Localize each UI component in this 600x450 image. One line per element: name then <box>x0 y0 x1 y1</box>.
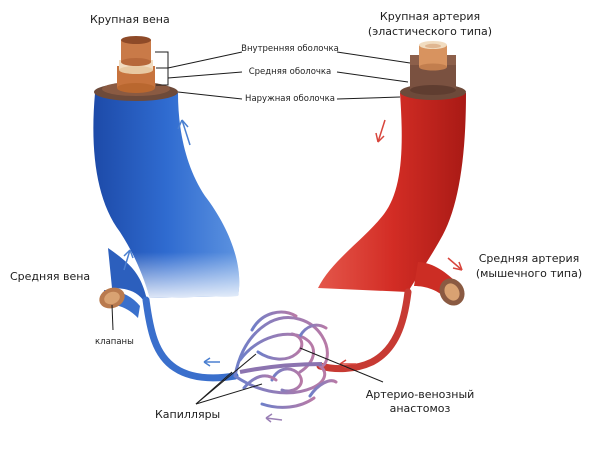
label-anastomosis-line2: анастомоз <box>389 402 451 415</box>
medium-vein <box>108 248 146 305</box>
label-anastomosis-line1: Артерио-венозный <box>365 388 475 401</box>
label-large-vein: Крупная вена <box>90 13 170 26</box>
venule <box>142 296 239 382</box>
av-anastomosis <box>239 362 323 374</box>
label-medium-vein: Средняя вена <box>10 270 91 283</box>
vein-lumen <box>121 36 151 44</box>
label-medium-artery: Средняя артерия <box>478 252 580 265</box>
label-medium-artery-type: (мышечного типа) <box>475 267 583 280</box>
vein-fade <box>110 196 240 298</box>
label-large-artery: Крупная артерия <box>379 10 481 23</box>
label-large-artery-type: (эластического типа) <box>367 25 493 38</box>
label-inner-layer: Внутренняя оболочка <box>241 44 339 54</box>
capillary-network <box>233 310 338 409</box>
label-outer-layer: Наружная оболочка <box>245 94 335 104</box>
leader-lines <box>111 51 411 405</box>
label-middle-layer: Средняя оболочка <box>248 67 332 77</box>
arteriole <box>316 288 412 373</box>
label-capillaries: Капилляры <box>155 408 221 421</box>
label-valves: клапаны <box>95 337 134 347</box>
flow-arrows <box>123 119 463 423</box>
artery-inner-layer <box>419 45 447 67</box>
large-artery <box>318 93 466 292</box>
